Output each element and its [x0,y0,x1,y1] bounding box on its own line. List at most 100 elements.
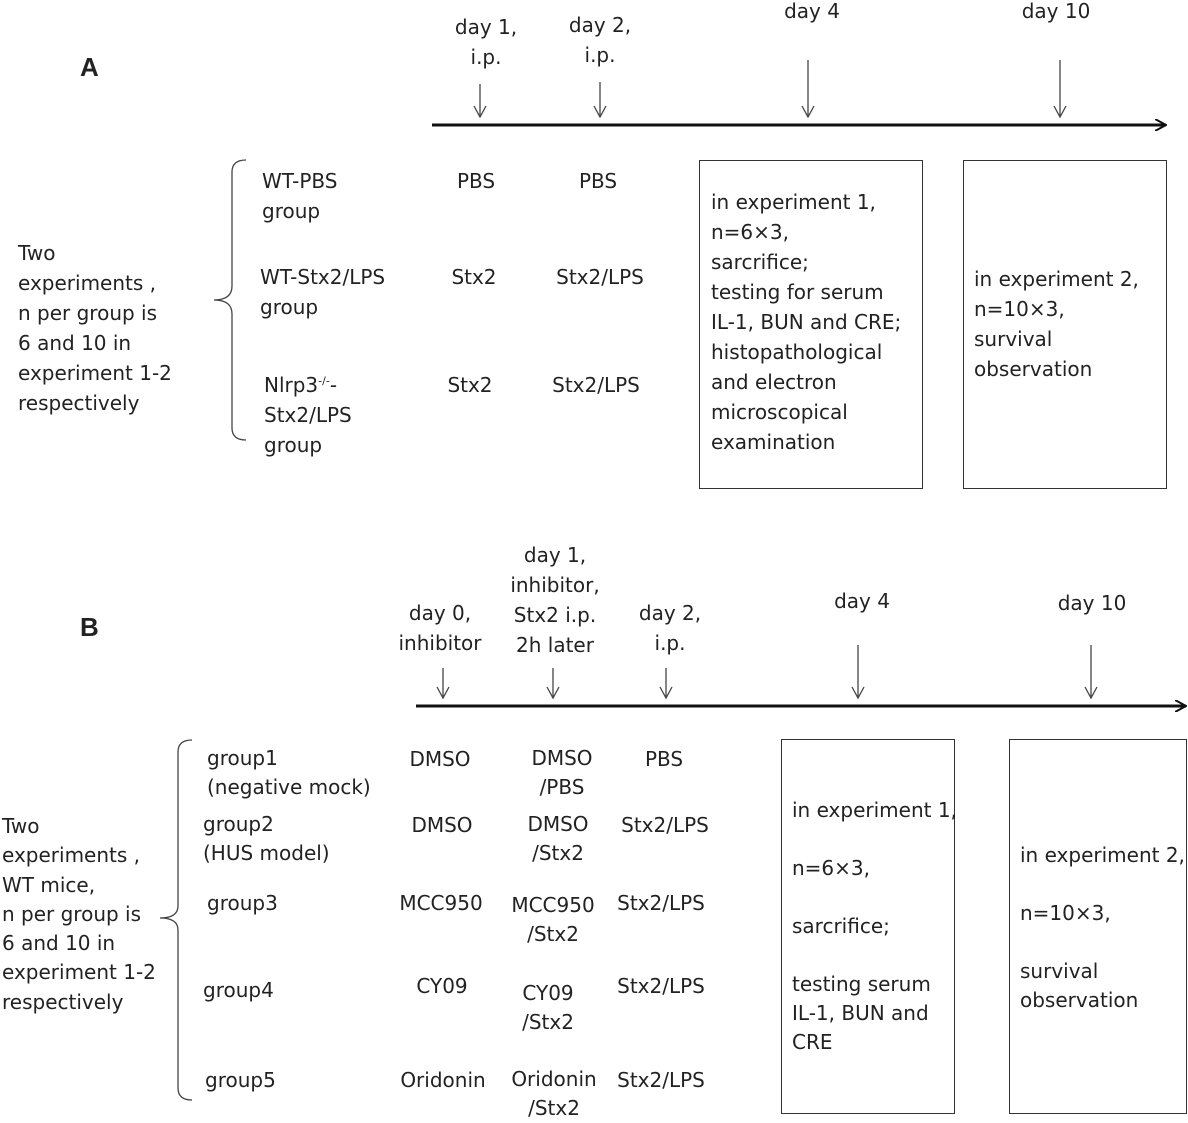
outcome-box-a-experiment1: in experiment 1, n=6×3, sarcrifice; test… [699,160,923,489]
timeline-label-a-day4: day 4 [784,0,840,23]
outcome-line: observation [1020,988,1139,1012]
group-name-line: WT-PBS [262,169,338,193]
group-b3-day0: MCC950 [399,891,483,915]
outcome-line: sarcrifice; [792,914,890,938]
group-name-line: group1 [207,746,278,770]
timeline-tick-a-day1 [473,84,487,119]
intro-line: n per group is [2,901,142,926]
treatment-line: Oridonin [511,1067,597,1091]
group-name-line: group [264,433,323,457]
outcome-box-text: in experiment 2, n=10×3, survival observ… [974,264,1139,384]
intro-text-b: Two experiments , WT mice, n per group i… [2,812,156,1017]
timeline-label-line: 2h later [516,633,594,657]
timeline-label-line: day 1, [454,15,518,39]
intro-line: respectively [2,989,124,1014]
group-name-nlrp3-ko: Nlrp3-/-- Stx2/LPS group [264,370,352,460]
genotype-superscript: -/- [318,374,330,388]
outcome-box-a-experiment2: in experiment 2, n=10×3, survival observ… [963,160,1167,489]
group-b1-day2: PBS [644,747,684,771]
intro-line: 6 and 10 in [18,331,132,355]
intro-text-a: Two experiments , n per group is 6 and 1… [18,238,172,418]
outcome-box-text: in experiment 1, n=6×3, sarcrifice; test… [792,796,957,1057]
treatment-line: /Stx2 [532,841,584,865]
timeline-label-b-day1: day 1, inhibitor, Stx2 i.p. 2h later [500,540,610,660]
outcome-line: survival [1020,959,1099,983]
outcome-line: observation [974,357,1093,381]
group-name-line: Stx2/LPS [264,403,352,427]
group-name-group2: group2 (HUS model) [203,810,330,868]
timeline-label-b-day10: day 10 [1057,591,1127,615]
treatment-line: /Stx2 [527,922,579,946]
intro-line: experiments , [2,843,141,868]
group-b1-day0: DMSO [409,747,471,771]
group-name-line: group2 [203,812,274,836]
intro-line: Two [18,241,56,265]
group-a2-day2: Stx2/LPS [556,265,644,289]
gene-name: Nlrp3 [264,373,319,397]
group-name-group4: group4 [203,978,274,1002]
outcome-line: and electron [711,370,837,394]
group-name-line: group [262,199,321,223]
outcome-line: n=6×3, [792,856,870,880]
group-b5-day1: Oridonin /Stx2 [498,1065,610,1123]
outcome-line: sarcrifice; [711,250,809,274]
timeline-tick-b-day4 [851,645,865,700]
outcome-line: testing for serum [711,280,884,304]
outcome-line: n=10×3, [1020,901,1111,925]
group-name-group5: group5 [205,1068,276,1092]
intro-line: WT mice, [2,872,96,897]
timeline-label-line: i.p. [654,631,686,655]
timeline-label-b-day0: day 0, inhibitor [390,598,490,658]
group-name-wt-stx2-lps: WT-Stx2/LPS group [260,262,385,322]
outcome-line: n=10×3, [974,297,1065,321]
group-b4-day0: CY09 [416,974,468,998]
timeline-label-b-day4: day 4 [834,589,890,613]
group-a1-day2: PBS [578,169,618,193]
group-a2-day1: Stx2 [451,265,497,289]
timeline-label-a-day1: day 1, i.p. [436,12,536,72]
gene-name-tail: - [329,373,338,397]
group-name-line: (HUS model) [203,841,330,865]
intro-line: experiments , [18,271,157,295]
timeline-tick-a-day10 [1053,60,1067,119]
outcome-line: histopathological [711,340,883,364]
intro-line: Two [2,814,40,838]
treatment-line: MCC950 [511,893,595,917]
group-name-line: (negative mock) [207,775,371,799]
panel-label-a: A [80,52,99,82]
timeline-label-line: i.p. [584,43,616,67]
timeline-label-b-day2: day 2, i.p. [620,598,720,658]
intro-line: experiment 1-2 [2,960,156,985]
outcome-line: survival [974,327,1053,351]
timeline-label-line: day 0, [408,601,472,625]
timeline-tick-a-day2 [593,82,607,119]
timeline-tick-b-day0 [436,668,450,700]
group-b2-day1: DMSO /Stx2 [508,810,608,868]
intro-line: respectively [18,391,140,415]
outcome-line: in experiment 1, [792,798,957,822]
timeline-label-line: day 1, [523,543,587,567]
timeline-label-line: inhibitor, [510,573,600,597]
outcome-line: IL-1, BUN and CRE; [711,310,902,334]
brace-a [213,159,247,441]
group-b1-day1: DMSO /PBS [512,744,612,802]
timeline-tick-a-day4 [801,60,815,119]
group-b3-day2: Stx2/LPS [617,891,705,915]
timeline-tick-b-day10 [1084,645,1098,700]
outcome-box-text: in experiment 1, n=6×3, sarcrifice; test… [711,187,901,457]
group-a3-day1: Stx2 [447,373,493,397]
intro-line: experiment 1-2 [18,361,172,385]
brace-b [159,739,193,1101]
treatment-line: DMSO [531,746,593,770]
outcome-line: in experiment 2, [974,267,1139,291]
timeline-label-line: day 2, [638,601,702,625]
outcome-line: n=6×3, [711,220,789,244]
group-name-line: Nlrp3-/-- [264,370,352,400]
panel-label-b: B [80,612,99,642]
timeline-label-line: day 2, [568,13,632,37]
group-name-group1: group1 (negative mock) [207,744,371,802]
timeline-label-a-day10: day 10 [1021,0,1091,23]
outcome-box-b-experiment2: in experiment 2, n=10×3, survival observ… [1009,739,1187,1114]
outcome-box-b-experiment1: in experiment 1, n=6×3, sarcrifice; test… [781,739,957,1114]
